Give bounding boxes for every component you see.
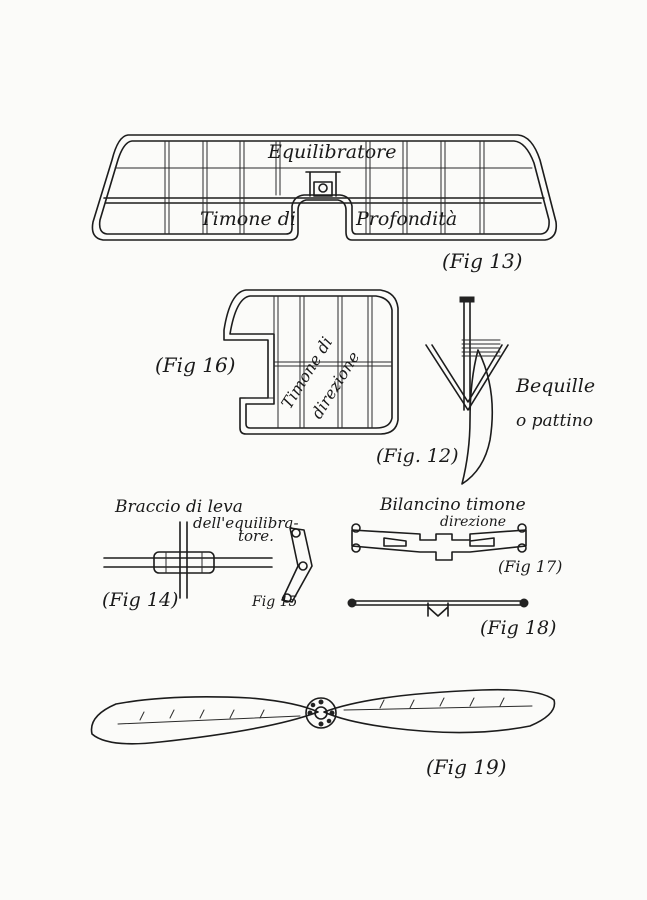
fig14-caption-1: Braccio di leva	[114, 497, 243, 517]
fig12-tail-skid	[425, 296, 509, 485]
fig14-label: (Fig 14)	[102, 589, 178, 611]
fig19-propeller	[90, 688, 556, 745]
fig17-label: (Fig 17)	[498, 557, 562, 576]
fig13-text-top: Equilibratore	[267, 141, 396, 163]
fig14-lever-arm	[103, 521, 273, 599]
fig12-label: (Fig. 12)	[376, 445, 459, 467]
fig14-caption-2: dell'equilibra-	[193, 514, 299, 532]
fig18-rudder-bar-top	[347, 598, 529, 617]
fig17-caption-2: direzione	[440, 514, 506, 530]
fig15-label: Fig 15	[251, 594, 298, 610]
fig16-rudder-frame	[223, 289, 399, 435]
fig16-label: (Fig 16)	[155, 353, 236, 377]
fig14-caption-3: tore.	[238, 527, 274, 545]
fig18-label: (Fig 18)	[480, 617, 556, 639]
fig12-text-b: o pattino	[516, 411, 593, 431]
fig17-caption-1: Bilancino timone	[379, 495, 526, 515]
fig13-text-right: Profondità	[355, 208, 457, 230]
fig13-text-left: Timone di	[200, 208, 296, 230]
fig13-label: (Fig 13)	[442, 249, 523, 273]
fig12-text-a: Bequille	[515, 375, 595, 397]
fig17-rudder-bar	[351, 523, 527, 561]
fig19-label: (Fig 19)	[426, 755, 507, 779]
fig15-lever-detail	[281, 527, 313, 603]
fig13-elevator-frame	[91, 134, 558, 241]
